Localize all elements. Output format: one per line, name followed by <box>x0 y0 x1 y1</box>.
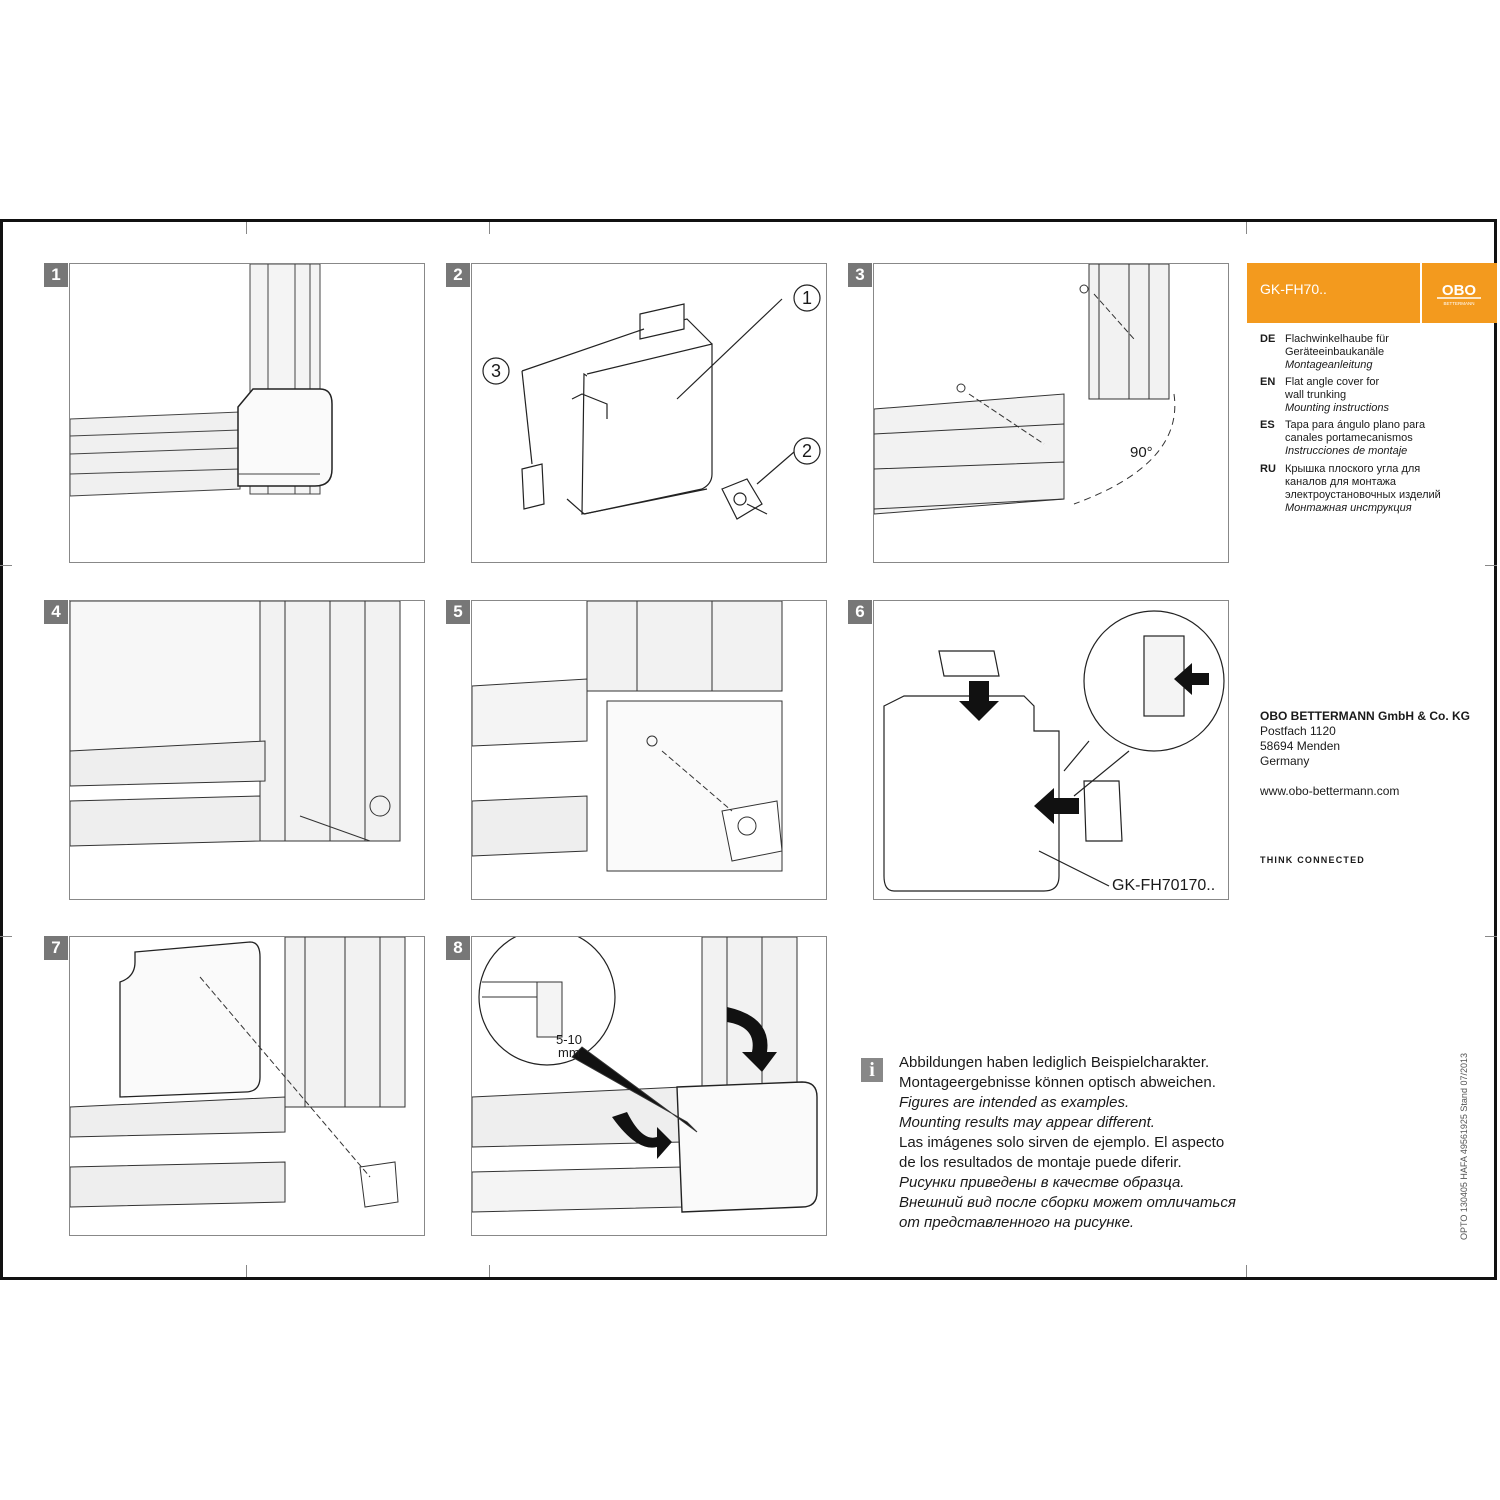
lang-title: Tapa para ángulo plano para <box>1285 419 1426 431</box>
lang-code: ES <box>1260 419 1275 431</box>
lang-title: Flachwinkelhaube für <box>1285 333 1389 345</box>
gap-unit: mm <box>558 1045 580 1060</box>
step-number: 8 <box>446 936 470 960</box>
lang-title: canales portamecanismos <box>1285 432 1413 444</box>
note-line: Montageergebnisse können optisch abweich… <box>899 1074 1216 1091</box>
tagline: THINK CONNECTED <box>1260 855 1365 865</box>
lang-title: Flat angle cover for <box>1285 376 1380 388</box>
step-number: 6 <box>848 600 872 624</box>
step-number: 3 <box>848 263 872 287</box>
step-1-illustration <box>69 263 425 563</box>
obo-logo: OBO BETTERMANN <box>1433 279 1485 307</box>
address-line: Postfach 1120 <box>1260 724 1336 738</box>
svg-text:OBO: OBO <box>1442 282 1477 299</box>
lang-title: Крышка плоского угла для <box>1285 463 1421 475</box>
company-name: OBO BETTERMANN GmbH & Co. KG <box>1260 709 1470 723</box>
website-link[interactable]: www.obo-bettermann.com <box>1260 784 1400 798</box>
lang-subtitle: Instrucciones de montaje <box>1285 445 1408 457</box>
lang-code: EN <box>1260 376 1276 388</box>
step-number: 1 <box>44 263 68 287</box>
info-icon: i <box>861 1058 883 1082</box>
divider <box>1420 263 1422 323</box>
step-3-illustration: 90° <box>873 263 1229 563</box>
callout-1: 1 <box>802 288 813 308</box>
step-number: 5 <box>446 600 470 624</box>
fold-mark <box>489 1265 490 1277</box>
address-line: 58694 Menden <box>1260 739 1341 753</box>
step-7-illustration <box>69 936 425 1236</box>
lang-subtitle: Montageanleitung <box>1285 359 1373 371</box>
fold-mark <box>0 936 12 937</box>
lang-code: DE <box>1260 333 1276 345</box>
callout-3: 3 <box>491 361 502 381</box>
gap-value: 5-10 <box>556 1032 583 1047</box>
fold-mark <box>1485 936 1497 937</box>
lang-subtitle: Монтажная инструкция <box>1285 502 1412 514</box>
step-5-illustration <box>471 600 827 900</box>
disclaimer-text: Abbildungen haben lediglich Beispielchar… <box>899 1053 1259 1233</box>
fold-mark <box>0 565 12 566</box>
step-number: 2 <box>446 263 470 287</box>
note-line: Внешний вид после сборки может отличатьс… <box>899 1194 1236 1211</box>
lang-code: RU <box>1260 463 1276 475</box>
fold-mark <box>1246 1265 1247 1277</box>
lang-title: каналов для монтажа <box>1285 476 1397 488</box>
step-number: 7 <box>44 936 68 960</box>
fold-mark <box>489 222 490 234</box>
step-2-illustration: 1 2 3 <box>471 263 827 563</box>
company-address: OBO BETTERMANN GmbH & Co. KG Postfach 11… <box>1260 709 1470 769</box>
brand-header: GK-FH70.. OBO BETTERMANN <box>1247 263 1497 323</box>
lang-title: wall trunking <box>1285 389 1347 401</box>
step-number: 4 <box>44 600 68 624</box>
note-line: Abbildungen haben lediglich Beispielchar… <box>899 1054 1210 1071</box>
fold-mark <box>1485 565 1497 566</box>
model-callout: GK-FH70170.. <box>1112 877 1216 894</box>
note-line: от представленного на рисунке. <box>899 1214 1135 1231</box>
product-model: GK-FH70.. <box>1260 281 1327 297</box>
step-4-illustration <box>69 600 425 900</box>
lang-subtitle: Mounting instructions <box>1285 402 1389 414</box>
step-8-illustration: 5-10 mm <box>471 936 827 1236</box>
fold-mark <box>246 1265 247 1277</box>
fold-mark <box>246 222 247 234</box>
note-line: Las imágenes solo sirven de ejemplo. El … <box>899 1134 1225 1151</box>
svg-text:BETTERMANN: BETTERMANN <box>1443 301 1474 306</box>
note-line: Figures are intended as examples. <box>899 1094 1130 1111</box>
lang-title: Geräteeinbaukanäle <box>1285 346 1385 358</box>
note-line: de los resultados de montaje puede difer… <box>899 1154 1182 1171</box>
note-line: Рисунки приведены в качестве образца. <box>899 1174 1185 1191</box>
angle-label: 90° <box>1130 444 1153 461</box>
callout-2: 2 <box>802 441 813 461</box>
address-country: Germany <box>1260 754 1310 768</box>
fold-mark <box>1246 222 1247 234</box>
lang-title: электроустановочных изделий <box>1285 489 1441 501</box>
document-code: OPTO 130405 HAFA 49561925 Stand 07/2013 <box>1459 1053 1469 1240</box>
step-6-illustration: GK-FH70170.. <box>873 600 1229 900</box>
note-line: Mounting results may appear different. <box>899 1114 1155 1131</box>
